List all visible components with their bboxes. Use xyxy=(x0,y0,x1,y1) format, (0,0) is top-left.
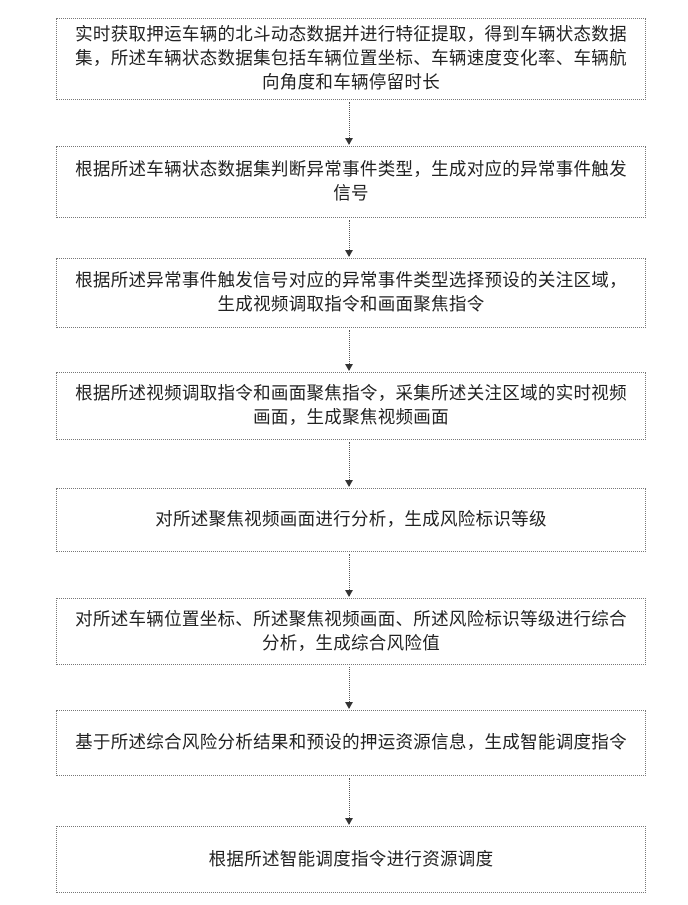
arrow-2-3 xyxy=(349,220,350,256)
step-2-line-2: 信号 xyxy=(333,182,369,206)
step-3-box: 根据所述异常事件触发信号对应的异常事件类型选择预设的关注区域， 生成视频调取指令… xyxy=(56,258,646,328)
step-3-line-1: 根据所述异常事件触发信号对应的异常事件类型选择预设的关注区域， xyxy=(75,269,627,293)
step-6-box: 对所述车辆位置坐标、所述聚焦视频画面、所述风险标识等级进行综合 分析，生成综合风… xyxy=(56,598,646,665)
step-8-line-1: 根据所述智能调度指令进行资源调度 xyxy=(209,848,494,872)
arrow-1-2 xyxy=(349,102,350,144)
step-1-line-2: 集，所述车辆状态数据集包括车辆位置坐标、车辆速度变化率、车辆航 xyxy=(75,47,627,71)
step-5-box: 对所述聚焦视频画面进行分析，生成风险标识等级 xyxy=(56,488,646,552)
step-6-line-1: 对所述车辆位置坐标、所述聚焦视频画面、所述风险标识等级进行综合 xyxy=(75,608,627,632)
step-7-box: 基于所述综合风险分析结果和预设的押运资源信息，生成智能调度指令 xyxy=(56,710,646,776)
step-8-box: 根据所述智能调度指令进行资源调度 xyxy=(56,826,646,893)
step-1-line-1: 实时获取押运车辆的北斗动态数据并进行特征提取，得到车辆状态数据 xyxy=(75,23,627,47)
step-2-box: 根据所述车辆状态数据集判断异常事件类型，生成对应的异常事件触发 信号 xyxy=(56,146,646,218)
step-4-box: 根据所述视频调取指令和画面聚焦指令，采集所述关注区域的实时视频 画面，生成聚焦视… xyxy=(56,372,646,440)
step-4-line-1: 根据所述视频调取指令和画面聚焦指令，采集所述关注区域的实时视频 xyxy=(75,382,627,406)
arrow-5-6 xyxy=(349,554,350,596)
arrow-4-5 xyxy=(349,442,350,486)
step-7-line-1: 基于所述综合风险分析结果和预设的押运资源信息，生成智能调度指令 xyxy=(75,731,627,755)
arrow-3-4 xyxy=(349,330,350,370)
step-2-line-1: 根据所述车辆状态数据集判断异常事件类型，生成对应的异常事件触发 xyxy=(75,158,627,182)
step-3-line-2: 生成视频调取指令和画面聚焦指令 xyxy=(218,293,485,317)
arrow-7-8 xyxy=(349,778,350,824)
step-1-line-3: 向角度和车辆停留时长 xyxy=(262,71,440,95)
step-6-line-2: 分析，生成综合风险值 xyxy=(262,632,440,656)
step-4-line-2: 画面，生成聚焦视频画面 xyxy=(253,406,449,430)
arrow-6-7 xyxy=(349,667,350,708)
step-1-box: 实时获取押运车辆的北斗动态数据并进行特征提取，得到车辆状态数据 集，所述车辆状态… xyxy=(56,18,646,100)
step-5-line-1: 对所述聚焦视频画面进行分析，生成风险标识等级 xyxy=(155,508,547,532)
